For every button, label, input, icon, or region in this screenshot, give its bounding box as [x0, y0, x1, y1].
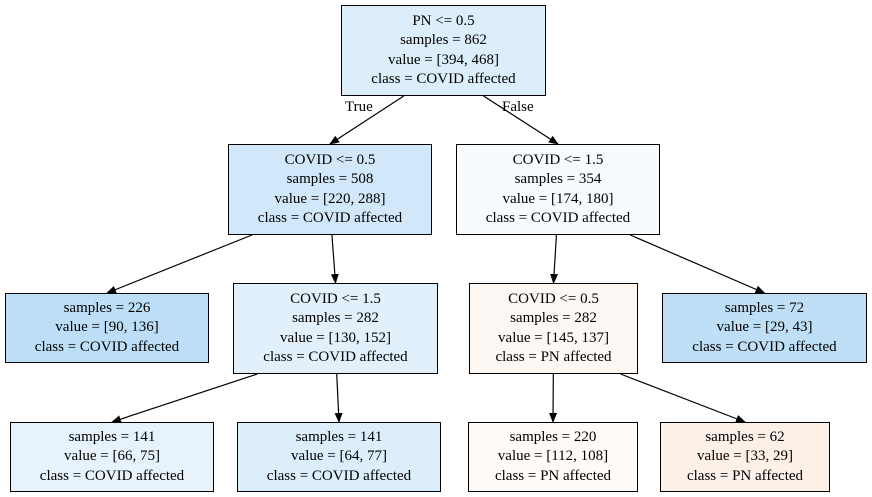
tree-node-root: PN <= 0.5 samples = 862 value = [394, 46…	[341, 5, 546, 96]
node-class: class = PN affected	[686, 467, 804, 484]
node-class: class = PN affected	[494, 467, 612, 484]
tree-leaf-9: samples = 220 value = [112, 108] class =…	[468, 422, 638, 492]
node-samples: samples = 354	[514, 171, 602, 187]
node-value: value = [90, 136]	[55, 319, 159, 336]
node-samples: samples = 282	[292, 310, 379, 326]
node-samples: samples = 141	[68, 428, 156, 445]
true-branch-label: True	[345, 99, 373, 115]
node-value: value = [29, 43]	[716, 319, 813, 336]
tree-edge-2-5	[550, 234, 559, 284]
tree-leaf-6: samples = 72 value = [29, 43] class = CO…	[662, 293, 867, 363]
node-split-condition: COVID <= 0.5	[508, 290, 599, 307]
node-value: value = [66, 75]	[64, 448, 160, 465]
node-value: value = [394, 468]	[388, 51, 499, 68]
node-class: class = COVID affected	[266, 467, 412, 484]
node-class: class = COVID affected	[34, 338, 180, 355]
tree-edge-2-6	[630, 234, 766, 294]
node-split-condition: COVID <= 1.5	[290, 290, 381, 307]
node-class: class = COVID affected	[39, 467, 185, 484]
node-samples: samples = 508	[286, 171, 374, 187]
node-samples: samples = 141	[295, 428, 383, 445]
node-value: value = [220, 288]	[274, 190, 386, 207]
node-class: class = COVID affected	[263, 349, 408, 365]
node-class: class = PN affected	[495, 349, 612, 365]
node-samples: samples = 220	[509, 428, 597, 445]
node-samples: samples = 62	[705, 428, 785, 445]
tree-leaf-7: samples = 141 value = [66, 75] class = C…	[10, 422, 214, 492]
node-class: class = COVID affected	[257, 210, 403, 226]
tree-edge-5-10	[620, 373, 746, 423]
node-value: value = [130, 152]	[280, 329, 391, 346]
node-samples: samples = 282	[510, 310, 597, 326]
node-samples: samples = 862	[400, 32, 487, 48]
edges-layer	[106, 95, 766, 423]
tree-node-4: COVID <= 1.5 samples = 282 value = [130,…	[233, 283, 438, 374]
node-value: value = [64, 77]	[291, 448, 387, 465]
false-branch-label: False	[502, 99, 534, 115]
tree-leaf-10: samples = 62 value = [33, 29] class = PN…	[660, 422, 830, 492]
node-class: class = COVID affected	[485, 210, 631, 226]
node-class: class = COVID affected	[692, 338, 837, 355]
tree-edge-0-1	[329, 95, 405, 145]
tree-edge-1-4	[330, 234, 339, 284]
tree-node-1: COVID <= 0.5 samples = 508 value = [220,…	[228, 144, 432, 235]
tree-edge-4-8	[334, 373, 343, 423]
node-value: value = [33, 29]	[697, 448, 793, 465]
tree-leaf-3: samples = 226 value = [90, 136] class = …	[5, 293, 209, 363]
node-samples: samples = 226	[63, 299, 151, 316]
tree-edge-1-3	[106, 234, 253, 294]
node-split-condition: COVID <= 0.5	[284, 151, 376, 168]
node-value: value = [112, 108]	[497, 448, 609, 465]
tree-node-5: COVID <= 0.5 samples = 282 value = [145,…	[469, 283, 638, 374]
node-value: value = [174, 180]	[502, 190, 614, 207]
node-split-condition: PN <= 0.5	[412, 12, 475, 29]
tree-node-2: COVID <= 1.5 samples = 354 value = [174,…	[456, 144, 660, 235]
node-samples: samples = 72	[724, 299, 805, 316]
tree-leaf-8: samples = 141 value = [64, 77] class = C…	[237, 422, 441, 492]
node-split-condition: COVID <= 1.5	[512, 151, 604, 168]
tree-edge-0-2	[483, 95, 559, 145]
node-value: value = [145, 137]	[498, 329, 609, 346]
node-class: class = COVID affected	[371, 71, 516, 87]
tree-edge-4-7	[111, 373, 258, 423]
